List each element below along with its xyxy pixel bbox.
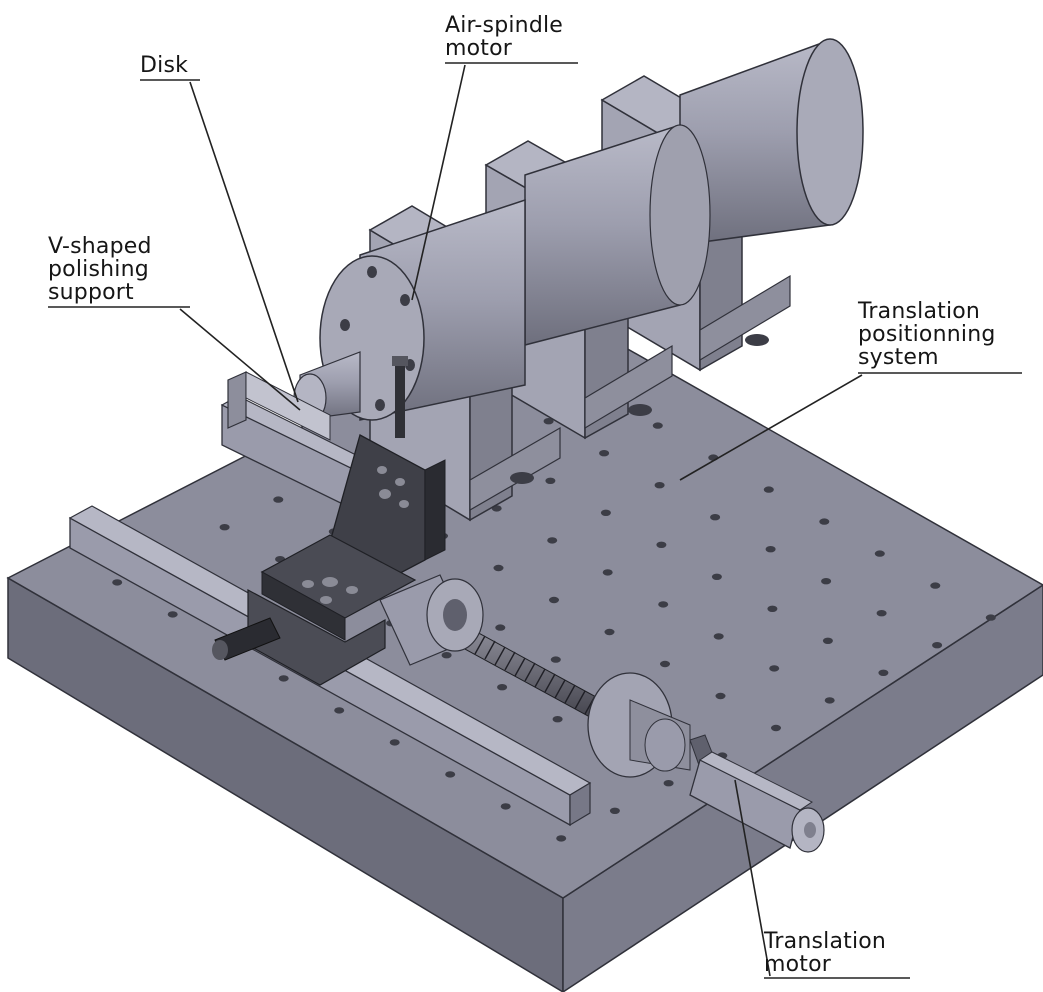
v-shaped-polishing-support (220, 371, 372, 512)
mounting-hole (273, 496, 284, 503)
mounting-hole (658, 601, 669, 608)
label-air-spindle-motor: Air-spindle motor (445, 14, 563, 60)
mounting-hole (708, 454, 719, 461)
mounting-hole (552, 716, 563, 723)
v-support-leader (179, 308, 301, 411)
mounting-hole (609, 807, 620, 814)
mounting-hole (543, 418, 554, 425)
mounting-hole (660, 660, 670, 668)
mounting-hole (556, 835, 567, 842)
label-disk: Disk (140, 54, 188, 77)
leader-lines (48, 62, 1022, 979)
mounting-hole (600, 509, 611, 516)
mounting-hole (874, 550, 885, 557)
mounting-hole (550, 656, 561, 663)
label-line: polishing (48, 257, 149, 282)
translation-motor-leader (734, 779, 771, 977)
label-line: system (858, 345, 939, 370)
translation-system-leader (679, 374, 863, 481)
mounting-hole (713, 633, 724, 640)
mounting-hole (932, 642, 943, 649)
mounting-hole (497, 684, 508, 691)
mounting-hole (767, 605, 778, 612)
air-spindle-motor-body (293, 198, 526, 438)
label-line: V-shaped (48, 234, 152, 259)
mounting-hole (821, 578, 832, 585)
air-spindle-leader (411, 64, 466, 301)
mounting-hole (985, 614, 996, 621)
spindle-middle-cylinder (524, 123, 711, 346)
mounting-hole (663, 780, 674, 787)
label-translation-positioning-system: Translation positionning system (858, 300, 996, 369)
mounting-hole (599, 450, 610, 457)
mounting-hole (112, 579, 123, 586)
mounting-hole (389, 739, 400, 746)
mounting-hole (763, 486, 774, 493)
angle-bracket-stage (212, 434, 446, 686)
mounting-hole (500, 803, 511, 810)
mounting-hole (602, 569, 613, 576)
mounting-hole (876, 610, 887, 617)
label-line: Disk (140, 53, 189, 78)
translation-motor-assembly (587, 672, 825, 853)
mounting-hole (604, 628, 615, 636)
mounting-hole (822, 637, 833, 644)
label-line: motor (445, 36, 513, 61)
disk-leader (189, 81, 299, 403)
mounting-hole (769, 665, 780, 672)
mounting-hole (654, 482, 665, 489)
mounting-hole (710, 514, 721, 521)
mounting-hole (878, 669, 889, 676)
spindle-rear-cylinder (679, 38, 864, 246)
label-line: Translation (764, 929, 887, 954)
mounting-hole (711, 573, 722, 580)
label-line: positionning (858, 322, 996, 347)
mounting-hole (495, 624, 506, 631)
mounting-hole (715, 692, 726, 700)
mounting-hole (771, 724, 781, 732)
label-line: support (48, 280, 134, 305)
mounting-hole (441, 652, 452, 659)
ball-screw (379, 574, 621, 729)
label-line: Translation (858, 299, 981, 324)
mounting-hole (545, 477, 556, 484)
mounting-hole (445, 771, 456, 778)
mounting-hole (334, 707, 345, 714)
mounting-hole (656, 541, 667, 548)
mounting-hole (549, 596, 559, 604)
label-translation-motor: Translation motor (764, 930, 886, 976)
mounting-hole (493, 564, 504, 572)
mounting-hole (547, 537, 558, 544)
mounting-hole (219, 524, 230, 531)
mounting-hole (167, 611, 178, 618)
mounting-hole (652, 422, 663, 429)
mounting-hole (819, 518, 830, 525)
label-v-shaped-polishing-support: V-shaped polishing support (48, 235, 152, 304)
mounting-hole (278, 675, 289, 682)
mounting-hole (765, 546, 776, 553)
label-line: Air-spindle (445, 13, 564, 38)
mounting-hole (930, 582, 941, 589)
mounting-hole (824, 697, 835, 704)
label-line: motor (764, 952, 832, 977)
